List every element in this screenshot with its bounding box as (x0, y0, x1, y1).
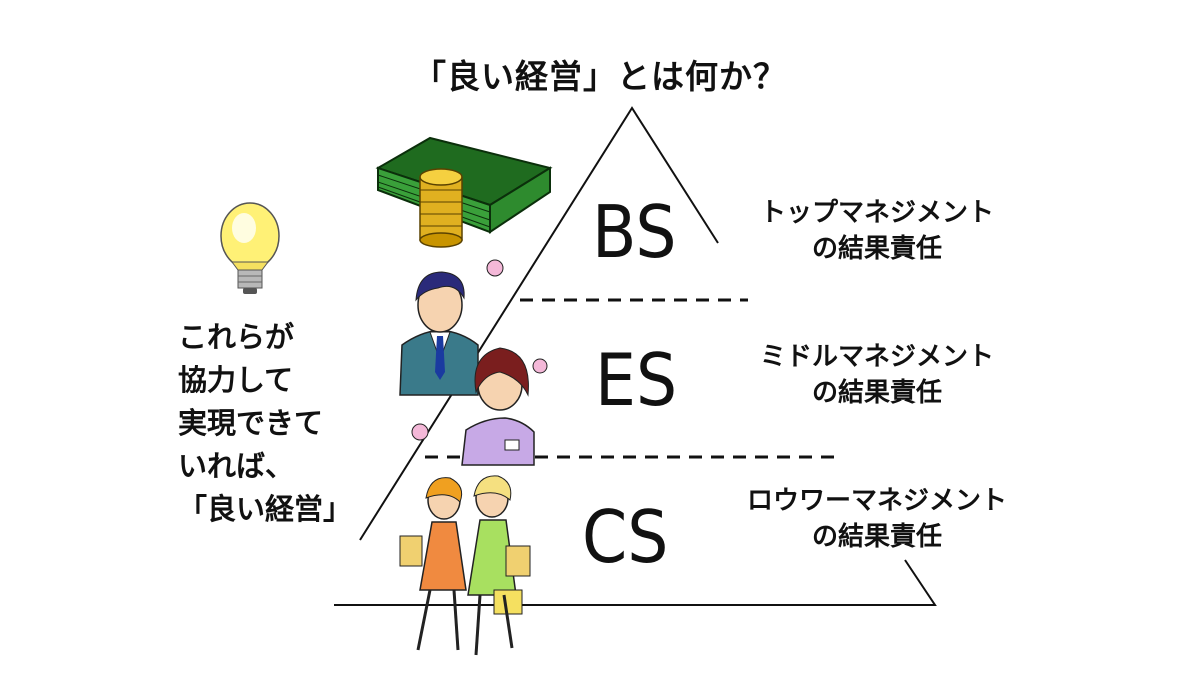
side-text-line: 「良い経営」 (178, 492, 353, 526)
side-text: これらが 協力して 実現できて いれば、 「良い経営」 (178, 316, 378, 531)
side-text-line: いれば、 (178, 449, 295, 483)
tier-label-es: ES (595, 338, 678, 422)
responsibility-middle-line1: ミドルマネジメント (759, 342, 994, 372)
responsibility-middle: ミドルマネジメント の結果責任 (742, 339, 1012, 411)
responsibility-top-line2: の結果責任 (811, 234, 942, 264)
side-text-line: 実現できて (178, 406, 324, 440)
pyramid-outline (334, 106, 937, 606)
responsibility-top-line1: トップマネジメント (759, 198, 994, 228)
tier-label-cs: CS (582, 495, 669, 579)
responsibility-lower: ロウワーマネジメント の結果責任 (724, 483, 1030, 555)
page-title: 「良い経営」とは何か？ (413, 57, 787, 96)
responsibility-lower-line1: ロウワーマネジメント (746, 486, 1007, 516)
responsibility-middle-line2: の結果責任 (811, 378, 942, 408)
side-text-line: これらが (178, 320, 295, 354)
responsibility-top: トップマネジメント の結果責任 (742, 195, 1012, 267)
responsibility-lower-line2: の結果責任 (811, 522, 942, 552)
side-text-line: 協力して (178, 363, 294, 397)
tier-label-bs: BS (592, 190, 677, 274)
